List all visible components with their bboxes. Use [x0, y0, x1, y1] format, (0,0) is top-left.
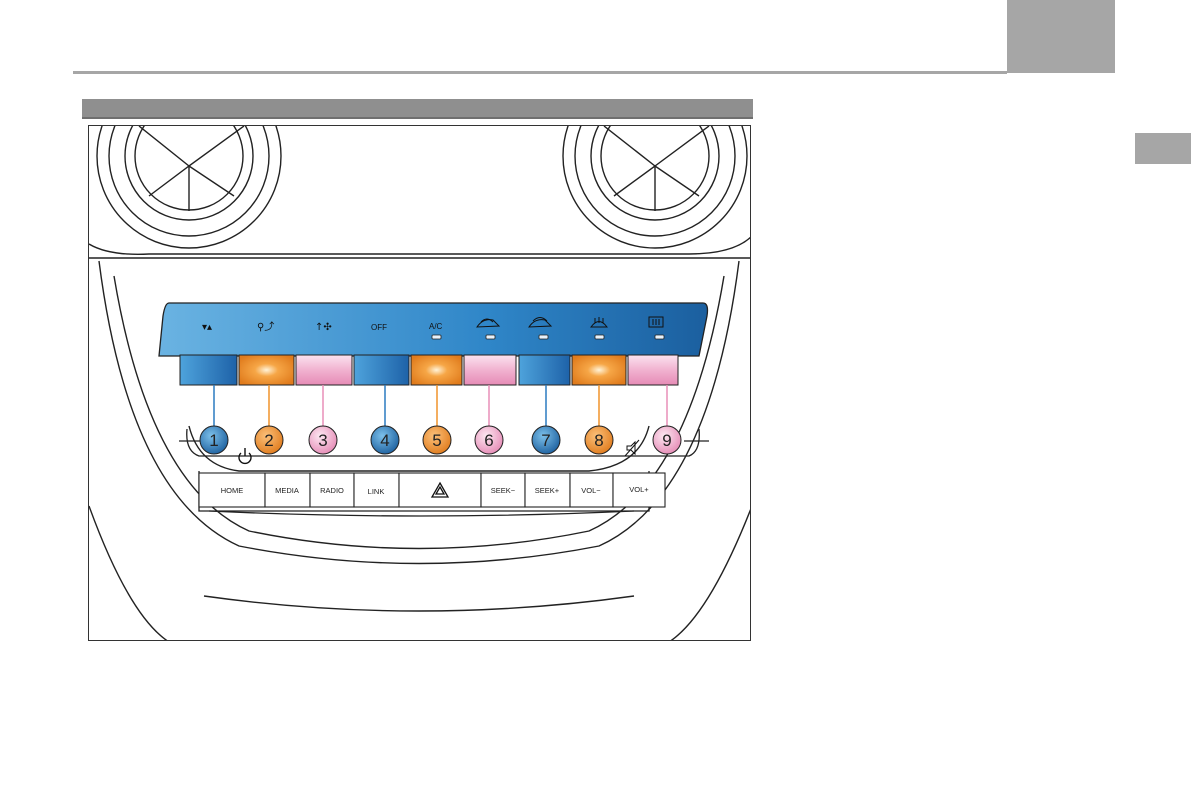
- soft-key-1[interactable]: [180, 355, 237, 385]
- side-tab: [1135, 133, 1191, 164]
- svg-text:9: 9: [662, 431, 671, 450]
- svg-text:2: 2: [264, 431, 273, 450]
- fan-speed-icon: ↑✣: [315, 322, 332, 333]
- home-label: HOME: [221, 486, 244, 495]
- corner-tab: [1007, 0, 1115, 73]
- soft-key-5[interactable]: [411, 355, 462, 385]
- vol-minus-label: VOL−: [581, 486, 601, 495]
- media-label: MEDIA: [275, 486, 299, 495]
- svg-text:4: 4: [380, 431, 389, 450]
- svg-text:1: 1: [209, 431, 218, 450]
- soft-key-3[interactable]: [296, 355, 352, 385]
- svg-text:6: 6: [484, 431, 493, 450]
- section-title-bar: [82, 99, 753, 119]
- radio-label: RADIO: [320, 486, 344, 495]
- control-panel-figure: ▾▴ ⚲⤴ ↑✣ OFF A/C: [88, 125, 751, 641]
- svg-text:8: 8: [594, 431, 603, 450]
- right-air-vent: [563, 126, 747, 248]
- callout-7: 7: [532, 426, 560, 454]
- callout-6: 6: [475, 426, 503, 454]
- callout-2: 2: [255, 426, 283, 454]
- dashboard-outline: [89, 236, 751, 641]
- off-label: OFF: [371, 323, 387, 332]
- svg-text:5: 5: [432, 431, 441, 450]
- soft-key-7[interactable]: [519, 355, 570, 385]
- header-rule: [73, 71, 1007, 74]
- callout-1: 1: [200, 426, 228, 454]
- soft-key-6[interactable]: [464, 355, 516, 385]
- svg-text:7: 7: [541, 431, 550, 450]
- leader-lines: [214, 385, 667, 428]
- airflow-mode-icon: ▾▴: [202, 322, 212, 333]
- mute-icon: [625, 440, 639, 456]
- ac-label: A/C: [429, 322, 443, 331]
- soft-key-2[interactable]: [239, 355, 294, 385]
- left-air-vent: [97, 126, 281, 248]
- callout-5: 5: [423, 426, 451, 454]
- callout-9: 9: [653, 426, 681, 454]
- seek-plus-label: SEEK+: [535, 486, 560, 495]
- callout-4: 4: [371, 426, 399, 454]
- seek-minus-label: SEEK−: [491, 486, 516, 495]
- link-label: LINK: [368, 487, 385, 496]
- svg-text:3: 3: [318, 431, 327, 450]
- callout-3: 3: [309, 426, 337, 454]
- air-distribution-icon: ⚲⤴: [257, 320, 274, 333]
- soft-key-9[interactable]: [628, 355, 678, 385]
- hazard-button[interactable]: [399, 473, 481, 507]
- soft-key-8[interactable]: [572, 355, 626, 385]
- callout-8: 8: [585, 426, 613, 454]
- vol-plus-label: VOL+: [629, 485, 649, 494]
- soft-key-4[interactable]: [354, 355, 409, 385]
